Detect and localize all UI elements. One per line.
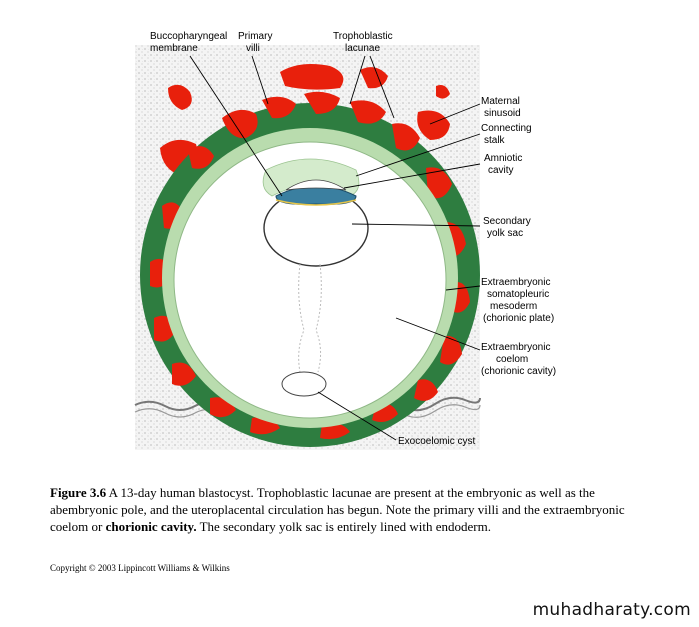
label-extraembryonic-mesoderm: Extraembryonic somatopleuric mesoderm (c… xyxy=(481,277,554,324)
figure-caption: Figure 3.6 A 13-day human blastocyst. Tr… xyxy=(50,484,660,535)
label-connecting-stalk: Connecting stalk xyxy=(481,123,534,146)
chorionic-cavity xyxy=(173,141,447,419)
label-amniotic-cavity: Amniotic cavity xyxy=(484,153,525,176)
caption-bold-term: chorionic cavity. xyxy=(105,519,197,534)
figure-number: Figure 3.6 xyxy=(50,485,107,500)
hypoblast-line xyxy=(275,199,357,206)
caption-text-2: The secondary yolk sac is entirely lined… xyxy=(196,519,491,534)
caption-text-1: A 13-day human blastocyst. Trophoblastic… xyxy=(50,485,625,534)
label-exocoelomic-cyst: Exocoelomic cyst xyxy=(398,436,475,447)
copyright-notice: Copyright © 2003 Lippincott Williams & W… xyxy=(50,563,230,573)
label-trophoblastic-lacunae: Trophoblastic lacunae xyxy=(333,31,395,54)
label-extraembryonic-coelom: Extraembryonic coelom (chorionic cavity) xyxy=(481,342,556,377)
trophoblastic-lacunae xyxy=(150,91,470,440)
leader-lines xyxy=(189,55,481,441)
label-primary-villi: Primary villi xyxy=(238,31,275,54)
label-maternal-sinusoid: Maternal sinusoid xyxy=(481,96,523,119)
blastocyst-diagram: Buccopharyngeal membrane Primary villi T… xyxy=(134,31,556,450)
amniotic-cavity xyxy=(285,179,347,191)
site-watermark: muhadharaty.com xyxy=(532,600,691,620)
label-secondary-yolk-sac: Secondary yolk sac xyxy=(483,216,534,239)
label-buccopharyngeal-membrane: Buccopharyngeal membrane xyxy=(150,31,230,54)
exocoelomic-cyst xyxy=(281,371,327,397)
